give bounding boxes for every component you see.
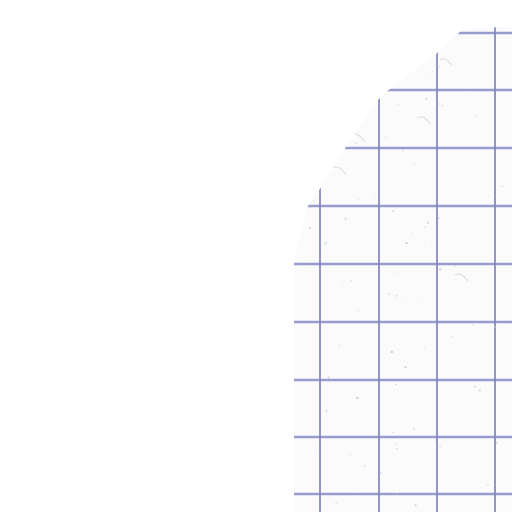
paper-speckle bbox=[341, 282, 344, 284]
paper-speckle bbox=[356, 488, 357, 490]
paper-speckle bbox=[412, 427, 416, 430]
paper-speckle bbox=[487, 484, 489, 486]
paper-speckle bbox=[363, 464, 366, 467]
paper-speckle bbox=[454, 265, 456, 267]
paper-speckle bbox=[493, 326, 497, 329]
paper-speckle bbox=[349, 453, 352, 456]
paper-speckle bbox=[390, 350, 393, 354]
paper-speckle bbox=[327, 376, 330, 379]
paper-speckle bbox=[502, 276, 504, 278]
paper-speckle bbox=[324, 241, 327, 245]
paper-speckle bbox=[339, 175, 340, 177]
paper-speckle bbox=[487, 194, 489, 197]
paper-speckle bbox=[393, 272, 395, 274]
paper-speckle bbox=[495, 441, 498, 445]
paper-speckle bbox=[415, 188, 417, 190]
paper-speckle bbox=[475, 114, 477, 117]
paper-speckle bbox=[315, 452, 317, 454]
grid-lines bbox=[294, 26, 512, 512]
paper-speckle bbox=[312, 200, 315, 202]
paper-speckle bbox=[411, 231, 413, 233]
paper-speckle bbox=[325, 409, 328, 412]
paper-speckle bbox=[395, 447, 398, 450]
paper-speckle bbox=[501, 185, 504, 187]
paper-speckle bbox=[387, 293, 390, 296]
paper-speckle bbox=[385, 136, 387, 138]
paper-speckle bbox=[404, 366, 407, 369]
paper-speckle bbox=[358, 310, 360, 312]
paper-speckle bbox=[417, 301, 419, 303]
paper-speckle bbox=[392, 210, 395, 212]
paper-speckle bbox=[423, 346, 426, 349]
paper-speckle bbox=[437, 216, 440, 219]
paper-speckle bbox=[394, 443, 397, 446]
paper-speckle bbox=[413, 163, 415, 165]
paper-speckle bbox=[438, 102, 441, 106]
paper-speckle bbox=[425, 97, 428, 100]
paper-speckle bbox=[489, 302, 491, 304]
paper-speckle bbox=[354, 142, 358, 145]
paper-speckle bbox=[309, 226, 312, 229]
paper-speckle bbox=[426, 221, 429, 224]
paper-speckle bbox=[424, 226, 426, 228]
paper-speckle bbox=[396, 493, 399, 496]
paper-speckle bbox=[503, 321, 505, 324]
paper-speckle bbox=[350, 279, 353, 282]
paper-speckle bbox=[374, 197, 376, 199]
paper-speckle bbox=[423, 241, 425, 243]
paper-fiber bbox=[417, 116, 431, 125]
paper-speckle bbox=[403, 298, 405, 300]
paper-speckle bbox=[438, 65, 441, 68]
paper-speckle bbox=[471, 323, 474, 326]
paper-speckle bbox=[402, 149, 404, 152]
paper-speckle bbox=[451, 336, 453, 338]
paper-speckle bbox=[395, 294, 398, 297]
paper-speckle bbox=[430, 77, 432, 79]
paper-speckle bbox=[478, 389, 481, 392]
paper-speckle bbox=[405, 241, 408, 245]
paper-speckle bbox=[414, 504, 417, 507]
paper-speckle bbox=[433, 207, 435, 209]
paper-fiber bbox=[439, 58, 453, 67]
paper-speckle bbox=[299, 262, 301, 265]
paper-speckle bbox=[469, 227, 471, 229]
paper-speckle bbox=[344, 217, 347, 220]
paper-speckle bbox=[357, 198, 360, 200]
paper-speckle bbox=[400, 228, 402, 230]
paper-fiber bbox=[454, 273, 469, 283]
paper-speckle bbox=[395, 384, 397, 386]
paper-speckle bbox=[379, 471, 382, 474]
paper-speckle bbox=[439, 446, 441, 449]
paper-speckle bbox=[467, 95, 469, 97]
paper-speckle bbox=[439, 268, 442, 271]
paper-speckle bbox=[335, 502, 337, 504]
paper-speckle bbox=[392, 431, 394, 434]
paper-speckle bbox=[310, 206, 312, 208]
paper-speckle bbox=[474, 385, 476, 388]
paper-speckle bbox=[397, 104, 399, 107]
paper-speckle bbox=[338, 344, 340, 347]
paper-speckle bbox=[428, 213, 430, 215]
paper-speckle bbox=[441, 104, 444, 107]
paper-speckle bbox=[325, 378, 329, 381]
paper-speckle bbox=[431, 70, 434, 73]
paper-speckle bbox=[356, 396, 359, 400]
